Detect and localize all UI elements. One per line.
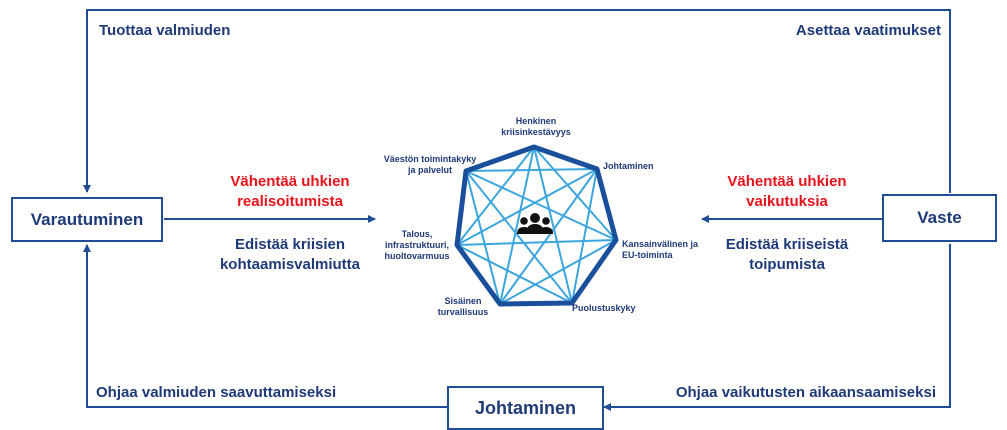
heptagon-chord	[499, 168, 598, 305]
edge-label-ohjaa-valmiuden: Ohjaa valmiuden saavuttamiseksi	[96, 384, 337, 401]
heptagon-chord	[465, 168, 598, 172]
vertex-johtaminen: Johtaminen	[603, 161, 654, 171]
heptagon-chord	[465, 170, 501, 305]
heptagon-chord	[456, 168, 598, 246]
vaste-label: Vaste	[917, 208, 962, 227]
heptagon-inner-lines	[456, 146, 617, 305]
vaste-box: Vaste	[882, 194, 997, 242]
heptagon-chord	[499, 146, 535, 305]
bottom-right-connector	[603, 244, 951, 411]
vertex-kansainvalinen: Kansainvälinen ja EU-toiminta	[622, 239, 699, 260]
heptagon-chord	[456, 146, 535, 246]
edge-label-asettaa: Asettaa vaatimukset	[795, 22, 941, 39]
heptagon-outline	[454, 144, 619, 307]
heptagon-chord	[465, 170, 573, 304]
vertex-talous: Talous, infrastruktuuri, huoltovarmuus	[384, 229, 450, 261]
johtaminen-label: Johtaminen	[474, 397, 576, 418]
vertex-henkinen: Henkinen kriisinkestävyys	[501, 116, 571, 137]
heptagon-chord	[499, 239, 617, 305]
heptagon-chord	[465, 170, 617, 241]
edge-label-ohjaa-vaikutusten: Ohjaa vaikutusten aikaansaamiseksi	[675, 384, 936, 401]
varautuminen-label: Varautuminen	[30, 209, 144, 229]
bottom-left-connector	[83, 244, 447, 408]
vertex-puolustuskyky: Puolustuskyky	[572, 303, 636, 313]
right-effect-blue: Edistää kriiseistä toipumista	[725, 236, 849, 273]
people-group-icon	[517, 213, 553, 234]
heptagon-chord	[533, 146, 573, 304]
left-effect-red: Vähentää uhkien realisoitumista	[230, 173, 350, 210]
johtaminen-box: Johtaminen	[447, 386, 604, 430]
heptagon-chord	[533, 146, 617, 241]
heptagon-chord	[571, 168, 598, 304]
vertex-vaeston: Väestön toimintakyky ja palvelut	[383, 154, 477, 175]
heptagon-chord	[456, 244, 573, 304]
heptagon-chord	[456, 239, 617, 246]
varautuminen-box: Varautuminen	[11, 197, 163, 242]
left-effect-blue: Edistää kriisien kohtaamisvalmiutta	[219, 236, 361, 273]
top-connector	[83, 9, 951, 193]
edge-label-tuottaa: Tuottaa valmiuden	[99, 22, 231, 39]
vertex-sisainen: Sisäinen turvallisuus	[437, 296, 489, 317]
right-effect-red: Vähentää uhkien vaikutuksia	[727, 173, 847, 210]
